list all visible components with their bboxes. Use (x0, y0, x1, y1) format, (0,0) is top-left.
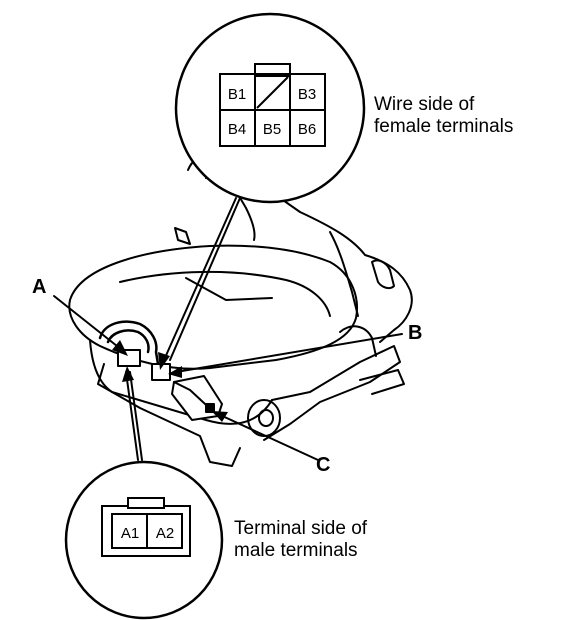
seat-cushion-seam (119, 270, 331, 317)
female-connector-circle (174, 12, 366, 204)
male-caption-line-2: male terminals (234, 540, 358, 561)
label-c: C (316, 454, 331, 476)
label-a: A (32, 276, 47, 298)
female-cell-label: B6 (298, 121, 316, 138)
female-terminal-caption: Wire side of female terminals (374, 94, 513, 138)
arrowhead-c (212, 411, 228, 422)
male-connector-detail: A1 A2 (64, 460, 224, 620)
arrowhead-a (112, 340, 128, 356)
male-cell-label: A2 (156, 525, 174, 542)
female-caption-line-1: Wire side of (374, 94, 475, 115)
leader-a (53, 295, 123, 351)
seat-cushion-crease (185, 277, 273, 301)
component-c-tab (205, 403, 215, 413)
seat-frame-rear (339, 325, 377, 357)
arrowhead-male (122, 366, 134, 382)
seat-rail (359, 369, 405, 395)
leader-a-to-male-2 (129, 371, 143, 461)
male-terminal-caption: Terminal side of male terminals (234, 518, 367, 562)
female-caption-line-2: female terminals (374, 116, 514, 137)
recline-knob-center (258, 409, 274, 427)
arrowhead-b (168, 366, 182, 378)
arrowhead-female (158, 352, 170, 370)
seat-frame-lower (97, 363, 241, 467)
leader-b (175, 333, 403, 373)
label-b: B (408, 322, 423, 344)
seat-frame-side (263, 345, 401, 441)
seat-back-edge (329, 231, 359, 317)
female-cell-label: B3 (298, 86, 316, 103)
female-cell-label: B5 (263, 121, 281, 138)
seat-cushion-outline (68, 244, 358, 370)
female-cell-label: B1 (228, 86, 246, 103)
harness-wire-inner (106, 329, 150, 354)
female-connector-detail: B1 B3 B4 B5 B6 (174, 12, 366, 204)
female-cell-b2-blank (256, 76, 289, 109)
male-caption-line-1: Terminal side of (234, 518, 368, 539)
seat-back-pocket (371, 259, 395, 290)
headrest-post (174, 227, 191, 245)
leader-lines (53, 197, 403, 461)
leader-a-to-male-1 (125, 371, 139, 461)
male-connector-lock (127, 497, 165, 509)
female-connector-lock (254, 63, 291, 77)
leader-female-to-b-2 (169, 197, 241, 361)
leader-c (217, 413, 319, 461)
harness-wire (98, 320, 160, 366)
leader-female-to-b (163, 197, 237, 361)
male-cell-label: A1 (121, 525, 139, 542)
seat-illustration (68, 154, 413, 467)
male-connector-circle (64, 460, 224, 620)
female-cell-label: B4 (228, 121, 246, 138)
